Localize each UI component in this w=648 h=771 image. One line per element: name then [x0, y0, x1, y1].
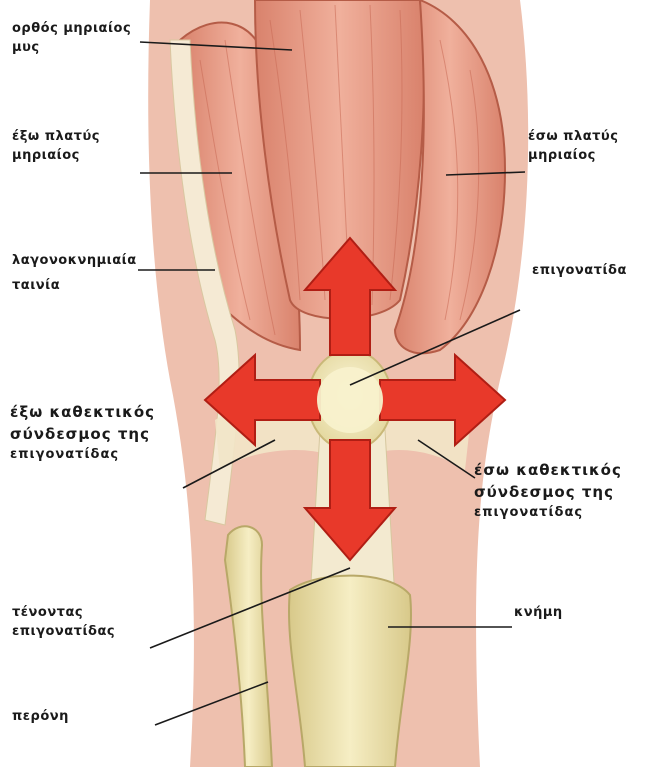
tibia-bone	[289, 576, 411, 767]
label-fibula: περόνη	[12, 708, 69, 727]
label-tibia: κνήμη	[514, 604, 563, 623]
label-patella: επιγονατίδα	[532, 262, 627, 281]
arrow-center	[317, 367, 383, 433]
